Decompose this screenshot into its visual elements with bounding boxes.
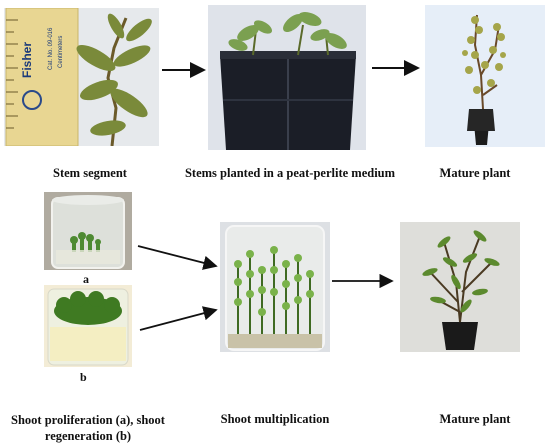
mature-plant-photo-1 <box>425 5 545 147</box>
shoot-multiplication-photo <box>220 222 330 352</box>
caption-stem-segment: Stem segment <box>53 166 127 180</box>
arrow-a-to-multiplication <box>137 245 218 270</box>
caption-stems-planted: Stems planted in a peat-perlite medium <box>184 166 396 180</box>
shoot-proliferation-photo-a <box>44 192 132 270</box>
mature-plant-photo-2 <box>400 222 520 352</box>
caption-shoot-proliferation-line2: regeneration (b) <box>44 429 132 443</box>
caption-mature-plant-1: Mature plant <box>439 166 511 180</box>
sublabel-a: a <box>83 272 89 286</box>
sublabel-b: b <box>80 370 87 384</box>
planted-stems-photo <box>208 5 366 150</box>
stem-segment-photo: Fisher Cat. No. 09-016 Centimeters <box>4 8 159 146</box>
shoot-regeneration-photo-b <box>44 285 132 367</box>
caption-mature-plant-2: Mature plant <box>439 412 511 426</box>
caption-shoot-proliferation: Shoot proliferation (a), shoot regenerat… <box>0 412 176 444</box>
arrow-b-to-multiplication <box>139 306 218 331</box>
caption-shoot-multiplication: Shoot multiplication <box>220 412 330 426</box>
caption-shoot-proliferation-line1: Shoot proliferation (a), shoot <box>11 413 165 427</box>
